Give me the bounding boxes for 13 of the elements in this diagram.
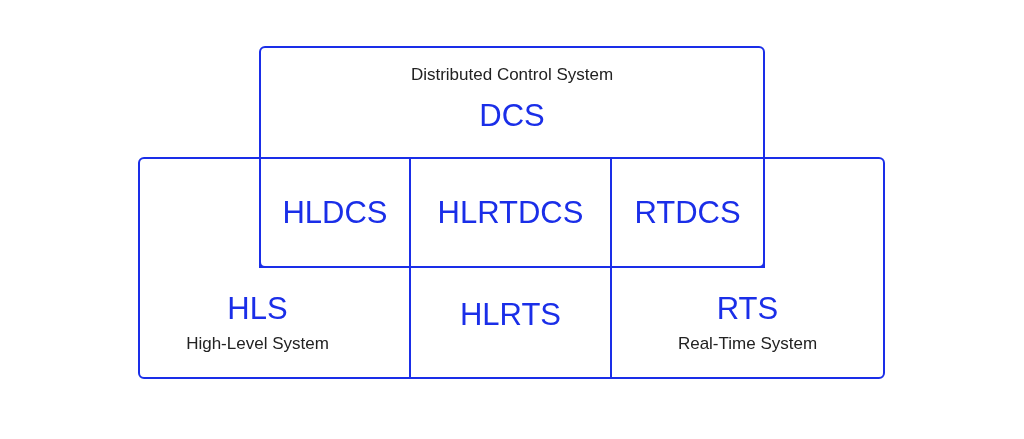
- acronym-label: HLRTS: [459, 296, 562, 333]
- full-name-label: Real-Time System: [677, 333, 818, 355]
- acronym-label: RTS: [716, 291, 779, 327]
- acronym-label: RTDCS: [634, 194, 741, 231]
- region-box: [138, 157, 411, 379]
- full-name-label: High-Level System: [186, 333, 329, 355]
- region-box: [259, 46, 765, 268]
- region-box: [610, 157, 885, 379]
- full-name-label: Distributed Control System: [410, 64, 614, 86]
- acronym-label: HLS: [227, 291, 288, 327]
- acronym-label: HLDCS: [282, 194, 388, 231]
- acronym-label: DCS: [479, 98, 545, 134]
- acronym-label: HLRTDCS: [437, 194, 584, 231]
